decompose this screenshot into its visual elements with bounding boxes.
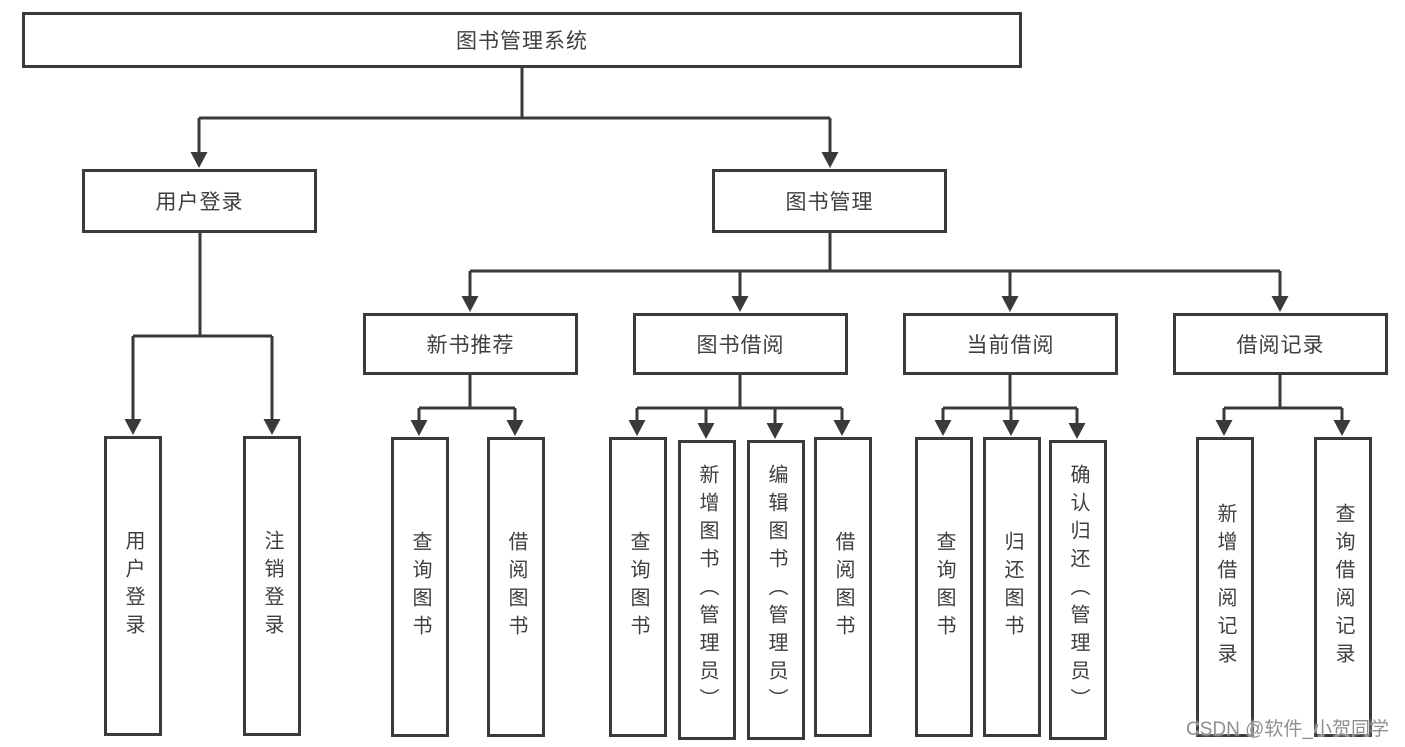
leaf-nb-query-book-label: 查询图书 [409,531,431,643]
leaf-cb-confirm-return-admin-label: 确认归还（管理员） [1067,464,1089,716]
leaf-cb-return-book-label: 归还图书 [1001,531,1023,643]
leaf-br-query-record-label: 查询借阅记录 [1332,503,1354,671]
node-book-management: 图书管理 [712,169,947,233]
leaf-cb-query-book-label: 查询图书 [933,531,955,643]
leaf-bb-borrow-book: 借阅图书 [814,437,872,737]
leaf-bb-query-book-label: 查询图书 [627,531,649,643]
node-book-borrow: 图书借阅 [633,313,848,375]
leaf-bb-edit-book-admin-label: 编辑图书（管理员） [765,464,787,716]
leaf-br-add-record-label: 新增借阅记录 [1214,503,1236,671]
leaf-logout-label: 注销登录 [261,530,283,642]
leaf-nb-borrow-book-label: 借阅图书 [505,531,527,643]
node-book-management-label: 图书管理 [785,191,874,214]
node-library-system: 图书管理系统 [22,12,1022,68]
node-user-login-label: 用户登录 [155,191,244,214]
leaf-bb-edit-book-admin: 编辑图书（管理员） [747,440,805,740]
node-current-borrow: 当前借阅 [903,313,1118,375]
leaf-user-login: 用户登录 [104,436,162,736]
leaf-cb-confirm-return-admin: 确认归还（管理员） [1049,440,1107,740]
connector-path [131,68,1344,424]
node-new-book-recommend: 新书推荐 [363,313,578,375]
node-current-borrow-label: 当前借阅 [966,334,1055,357]
node-book-borrow-label: 图书借阅 [696,334,785,357]
leaf-br-query-record: 查询借阅记录 [1314,437,1372,737]
leaf-nb-query-book: 查询图书 [391,437,449,737]
csdn-watermark: CSDN @软件_小贺同学 [1186,719,1389,740]
leaf-user-login-label: 用户登录 [122,530,144,642]
leaf-cb-return-book: 归还图书 [983,437,1041,737]
leaf-br-add-record: 新增借阅记录 [1196,437,1254,737]
node-borrow-records: 借阅记录 [1173,313,1388,375]
leaf-bb-query-book: 查询图书 [609,437,667,737]
leaf-cb-query-book: 查询图书 [915,437,973,737]
leaf-nb-borrow-book: 借阅图书 [487,437,545,737]
node-new-book-recommend-label: 新书推荐 [426,334,515,357]
node-borrow-records-label: 借阅记录 [1236,334,1325,357]
node-user-login: 用户登录 [82,169,317,233]
node-library-system-label: 图书管理系统 [456,30,588,53]
leaf-logout: 注销登录 [243,436,301,736]
leaf-bb-borrow-book-label: 借阅图书 [832,531,854,643]
leaf-bb-add-book-admin-label: 新增图书（管理员） [696,464,718,716]
leaf-bb-add-book-admin: 新增图书（管理员） [678,440,736,740]
